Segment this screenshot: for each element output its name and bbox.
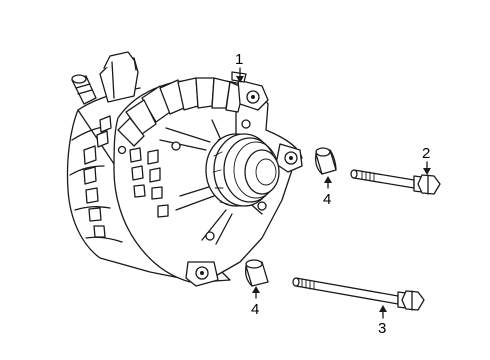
connector-housing: [99, 51, 139, 103]
cooling-fins: [117, 77, 245, 147]
callout-3: 3: [378, 305, 387, 337]
spacer-lower[interactable]: [245, 259, 269, 287]
mounting-ear-lower: [185, 261, 219, 287]
rear-cooling-slots: [83, 115, 112, 238]
spacer-upper[interactable]: [315, 147, 337, 175]
callout-4-upper: 4: [323, 176, 332, 208]
bolt-short[interactable]: [350, 169, 441, 195]
mounting-ear-right: [275, 143, 303, 173]
callout-label-4-lower: 4: [251, 301, 259, 318]
callout-label-3: 3: [378, 320, 386, 337]
callout-2: 2: [422, 145, 431, 175]
callout-label-4-upper: 4: [323, 191, 331, 208]
callout-label-1: 1: [235, 51, 243, 68]
face-vent-slots: [129, 147, 169, 218]
bolt-long[interactable]: [292, 277, 425, 311]
terminal-stud: [71, 74, 97, 105]
callout-label-2: 2: [422, 145, 430, 162]
face-screws: [117, 119, 267, 241]
pulley: [205, 133, 280, 207]
alternator-assembly[interactable]: [66, 51, 303, 287]
callout-4-lower: 4: [251, 286, 260, 318]
callout-1: 1: [235, 51, 244, 83]
